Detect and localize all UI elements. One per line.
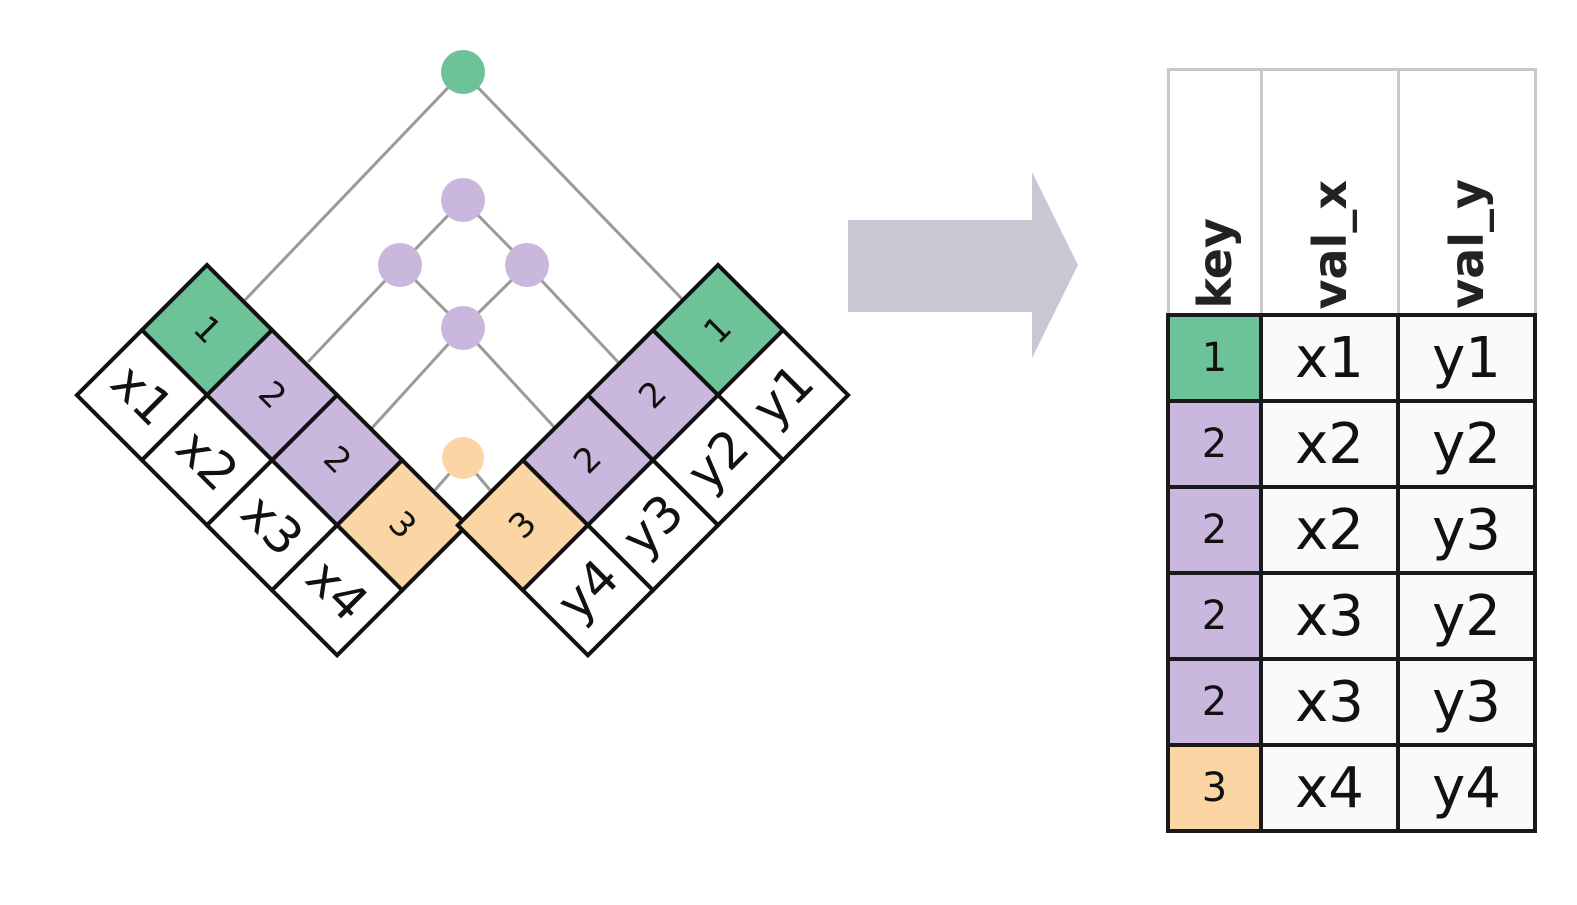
header-val-y: val_y bbox=[1396, 68, 1537, 317]
header-val-x-label: val_x bbox=[1302, 179, 1357, 309]
match-node bbox=[441, 178, 485, 222]
result-val-x-cell: x3 bbox=[1259, 571, 1400, 661]
connector-line bbox=[461, 326, 557, 430]
connector-line bbox=[461, 70, 685, 302]
result-val-y-cell: y3 bbox=[1396, 485, 1537, 575]
connector-line bbox=[370, 326, 465, 430]
result-key-cell: 2 bbox=[1166, 399, 1263, 489]
connector-line bbox=[243, 70, 465, 302]
result-val-y-cell: y2 bbox=[1396, 399, 1537, 489]
result-header-row: key val_x val_y bbox=[1166, 68, 1537, 317]
connector-line bbox=[306, 263, 402, 364]
arrow-icon bbox=[848, 172, 1078, 358]
header-val-x: val_x bbox=[1259, 68, 1400, 317]
result-key-cell: 2 bbox=[1166, 657, 1263, 747]
result-key-cell: 1 bbox=[1166, 313, 1263, 403]
header-key: key bbox=[1166, 68, 1263, 317]
result-val-y-cell: y3 bbox=[1396, 657, 1537, 747]
match-node bbox=[442, 437, 484, 479]
result-val-x-cell: x3 bbox=[1259, 657, 1400, 747]
result-val-y-cell: y4 bbox=[1396, 743, 1537, 833]
connector-line bbox=[525, 263, 620, 364]
header-key-label: key bbox=[1187, 218, 1242, 309]
result-key-cell: 2 bbox=[1166, 571, 1263, 661]
match-node bbox=[505, 243, 549, 287]
header-val-y-label: val_y bbox=[1439, 179, 1494, 309]
left-value-cell bbox=[269, 522, 405, 659]
result-val-x-cell: x2 bbox=[1259, 399, 1400, 489]
match-nodes bbox=[378, 50, 549, 479]
result-val-x-cell: x2 bbox=[1259, 485, 1400, 575]
match-node bbox=[378, 243, 422, 287]
result-val-x-cell: x4 bbox=[1259, 743, 1400, 833]
result-val-y-cell: y1 bbox=[1396, 313, 1537, 403]
result-key-cell: 2 bbox=[1166, 485, 1263, 575]
right-value-cell bbox=[520, 522, 656, 659]
match-node bbox=[441, 306, 485, 350]
result-key-cell: 3 bbox=[1166, 743, 1263, 833]
result-val-x-cell: x1 bbox=[1259, 313, 1400, 403]
match-node bbox=[441, 50, 485, 94]
result-val-y-cell: y2 bbox=[1396, 571, 1537, 661]
